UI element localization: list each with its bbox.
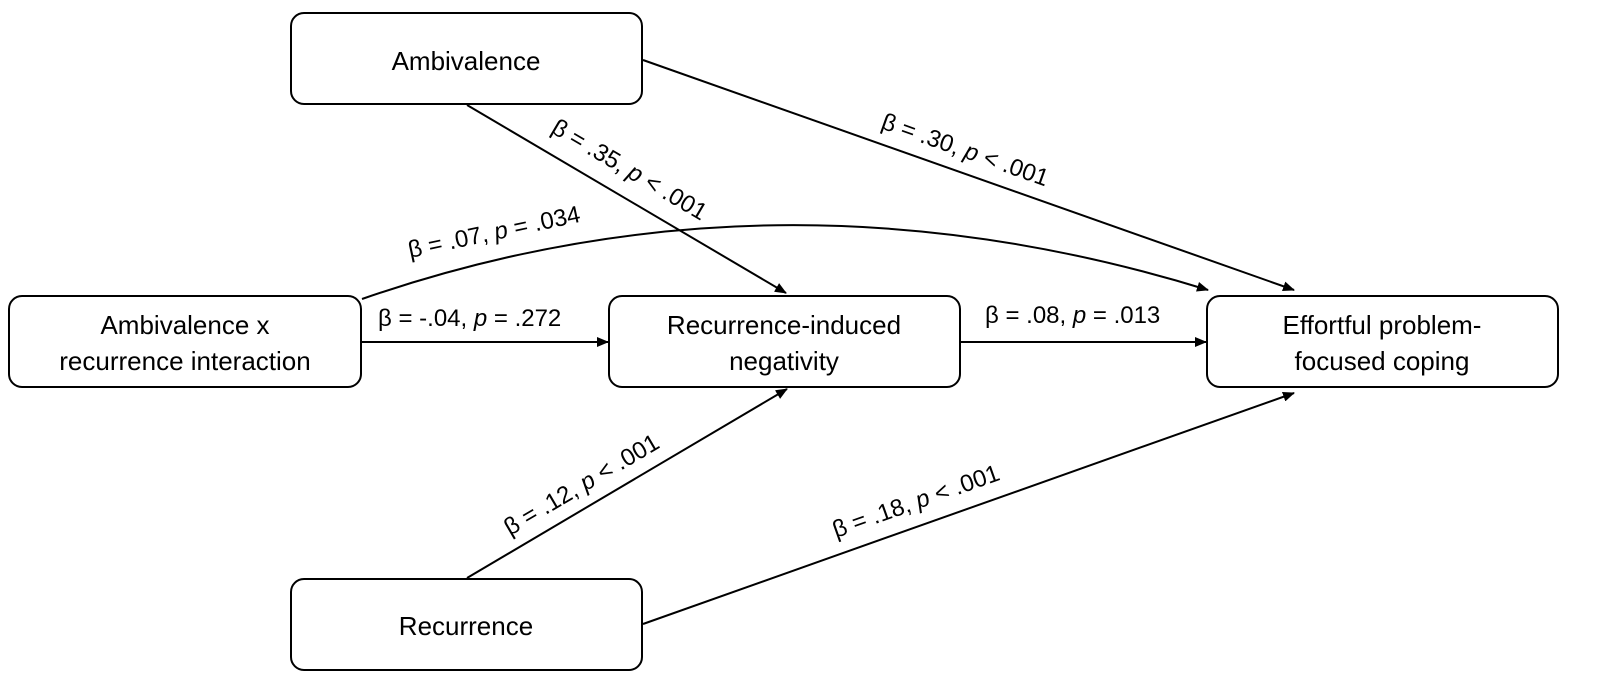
node-coping: Effortful problem- focused coping: [1206, 295, 1559, 388]
node-interaction-box: [8, 295, 362, 388]
node-negativity-box: [608, 295, 961, 388]
label-negativity-to-coping: β = .08, p = .013: [985, 302, 1160, 329]
edge-recurrence-to-negativity: [466, 388, 788, 579]
edge-recurrence-to-coping: [642, 391, 1295, 625]
node-recurrence: Recurrence: [290, 578, 643, 671]
node-recurrence-label: Recurrence: [399, 611, 533, 641]
node-coping-box: [1206, 295, 1559, 388]
label-interaction-to-negativity: β = -.04, p = .272: [378, 305, 561, 332]
label-recurrence-to-negativity: β = .12, p < .001: [499, 429, 664, 541]
edge-interaction-to-coping: [361, 224, 1209, 300]
label-interaction-to-coping: β = .07, p = .034: [406, 201, 583, 264]
node-negativity-label-line1: Recurrence-induced: [667, 310, 901, 340]
label-recurrence-to-coping: β = .18, p < .001: [829, 460, 1003, 544]
label-ambivalence-to-coping: β = .30, p < .001: [878, 108, 1052, 192]
edge-ambivalence-to-negativity: [466, 104, 787, 294]
node-negativity-label-line2: negativity: [729, 346, 839, 376]
node-ambivalence-label: Ambivalence: [392, 46, 541, 76]
node-ambivalence-box: [290, 12, 643, 105]
edge-ambivalence-to-coping: [642, 59, 1295, 292]
node-recurrence-box: [290, 578, 643, 671]
node-coping-label-line1: Effortful problem-: [1283, 310, 1482, 340]
node-ambivalence: Ambivalence: [290, 12, 643, 105]
node-coping-label-line2: focused coping: [1295, 346, 1470, 376]
node-interaction-label-line2: recurrence interaction: [59, 346, 310, 376]
node-negativity: Recurrence-induced negativity: [608, 295, 961, 388]
node-interaction: Ambivalence x recurrence interaction: [8, 295, 362, 388]
node-interaction-label-line1: Ambivalence x: [100, 310, 269, 340]
edges: [361, 59, 1295, 625]
